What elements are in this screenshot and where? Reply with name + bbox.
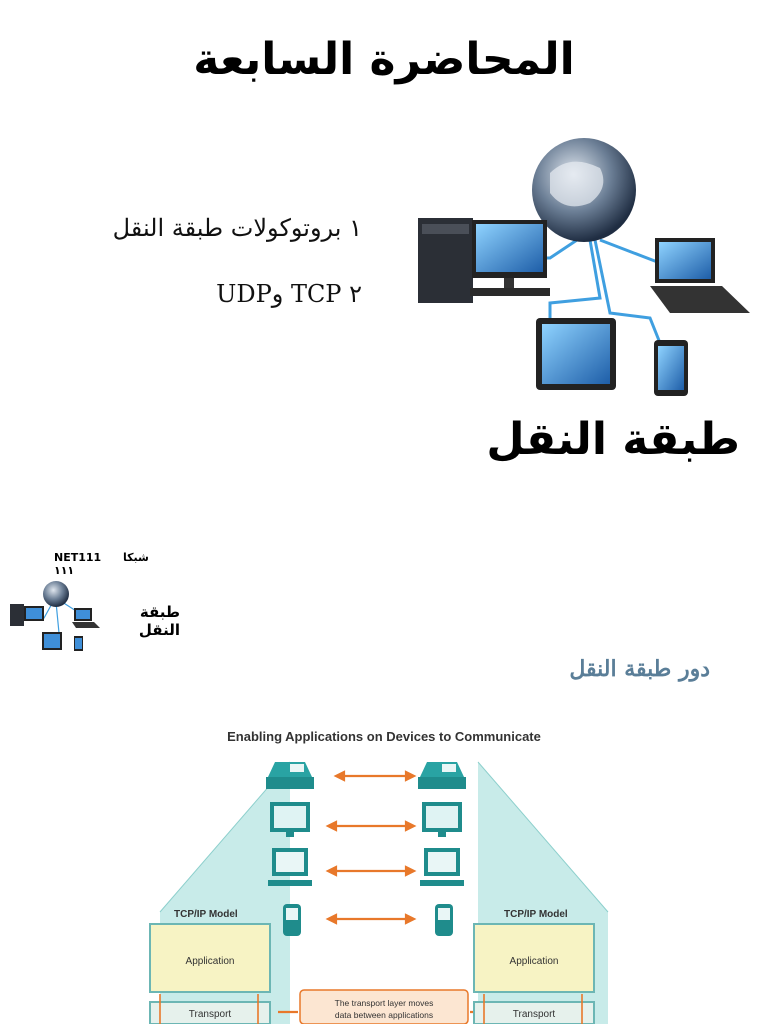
- transport-figure: Enabling Applications on Devices to Comm…: [149, 729, 609, 1024]
- right-transport-layer: [473, 1001, 595, 1024]
- course-name: شبكا ١١١: [54, 551, 149, 577]
- small-label: طبقة النقل: [138, 603, 180, 639]
- network-devices-illustration: [418, 138, 750, 396]
- page-title: المحاضرة السابعة: [193, 34, 575, 85]
- computer-icon-right: [420, 848, 464, 886]
- left-transport-label: Transport: [189, 1009, 232, 1020]
- right-transport-label: Transport: [513, 1009, 556, 1020]
- transport-note-box: [299, 989, 469, 1024]
- small-network-illustration: [10, 581, 100, 651]
- ip-phone-icon-left: [266, 762, 314, 789]
- ip-phone-icon-right: [418, 762, 466, 789]
- bullet-1: ١ بروتوكولات طبقة النقل: [112, 214, 362, 242]
- bullet-2: ٢ TCP وUDP: [216, 280, 362, 308]
- video-monitor-icon-left: [270, 802, 310, 837]
- right-application-label: Application: [510, 956, 559, 967]
- left-transport-layer: [149, 1001, 271, 1024]
- right-model-title: TCP/IP Model: [504, 909, 568, 920]
- video-monitor-icon-right: [422, 802, 462, 837]
- keyboard-icon: [470, 288, 550, 296]
- left-application-label: Application: [186, 956, 235, 967]
- left-application-layer: [149, 923, 271, 993]
- note-line-2: data between applications: [335, 1010, 433, 1020]
- figure-title: Enabling Applications on Devices to Comm…: [227, 729, 541, 744]
- globe-icon: [43, 581, 69, 607]
- left-model-title: TCP/IP Model: [174, 909, 238, 920]
- hero-label: طبقة النقل: [486, 414, 740, 465]
- right-application-layer: [473, 923, 595, 993]
- computer-icon-left: [268, 848, 312, 886]
- section-heading: دور طبقة النقل: [569, 656, 710, 682]
- course-id: NET111 شبكا ١١١: [54, 551, 184, 577]
- mobile-icon-left: [283, 904, 301, 936]
- course-code: NET111: [54, 551, 102, 564]
- note-line-1: The transport layer moves: [335, 998, 434, 1008]
- mobile-icon-right: [435, 904, 453, 936]
